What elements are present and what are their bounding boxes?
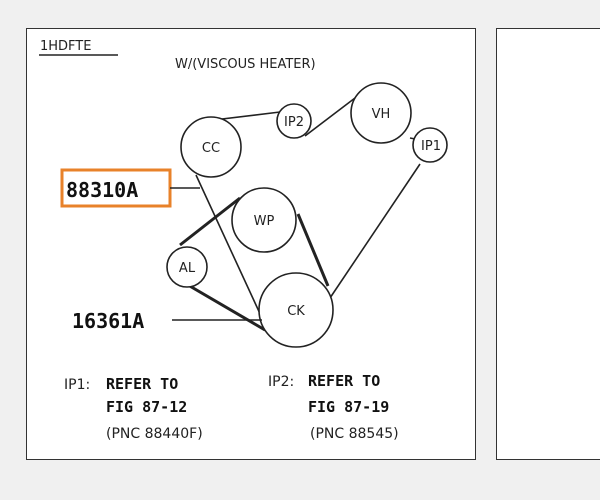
belt-88310a-seg-ip2-vh (304, 97, 356, 137)
note-ip1-line2: FIG 87-12 (106, 398, 187, 416)
note-ip2-line1: REFER TO (308, 372, 380, 390)
note-ip1-line3: (PNC 88440F) (106, 426, 203, 442)
engine-code: 1HDFTE (40, 39, 91, 54)
pulley-label-ip1: IP1 (421, 139, 441, 154)
adjacent-panel (496, 28, 600, 460)
pulley-al (166, 246, 208, 288)
note-ip1-line1: REFER TO (106, 375, 178, 393)
pulley-vh (350, 82, 412, 144)
note-ip2-line3: (PNC 88545) (310, 426, 399, 442)
pulley-wp (231, 187, 297, 253)
belt-88310a-seg-ip1-ck (329, 163, 421, 299)
belt-16361a-seg-al-ck (187, 283, 266, 332)
diagram-heading: W/(VISCOUS HEATER) (175, 57, 316, 72)
pulleys (166, 82, 448, 348)
pulley-ip1 (412, 127, 448, 163)
belt-16361a-seg-wp-ck (296, 213, 330, 287)
pulley-ip2 (276, 103, 312, 139)
note-ip1-prefix: IP1: (64, 377, 90, 393)
pulley-ck (258, 272, 334, 348)
note-ip2-prefix: IP2: (268, 374, 294, 390)
pulley-label-ip2: IP2 (284, 115, 304, 130)
pulley-label-vh: VH (372, 107, 391, 122)
pulley-label-cc: CC (202, 141, 220, 156)
pulley-labels: CC IP2 VH IP1 WP AL CK (179, 107, 441, 319)
part-number-16361a[interactable]: 16361A (72, 309, 144, 333)
belts (179, 97, 431, 332)
pulley-label-ck: CK (287, 304, 305, 319)
part-number-88310a[interactable]: 88310A (66, 178, 138, 202)
note-ip2-line2: FIG 87-19 (308, 398, 389, 416)
pulley-cc (180, 116, 242, 178)
pulley-label-wp: WP (254, 214, 275, 229)
belt-88310a-seg-cc-ck (195, 174, 263, 319)
note-ip1: IP1: REFER TO FIG 87-12 (PNC 88440F) (64, 375, 203, 442)
note-ip2: IP2: REFER TO FIG 87-19 (PNC 88545) (268, 372, 399, 442)
pulley-label-al: AL (179, 261, 196, 276)
belt-16361a-seg-al-wp (179, 196, 241, 247)
